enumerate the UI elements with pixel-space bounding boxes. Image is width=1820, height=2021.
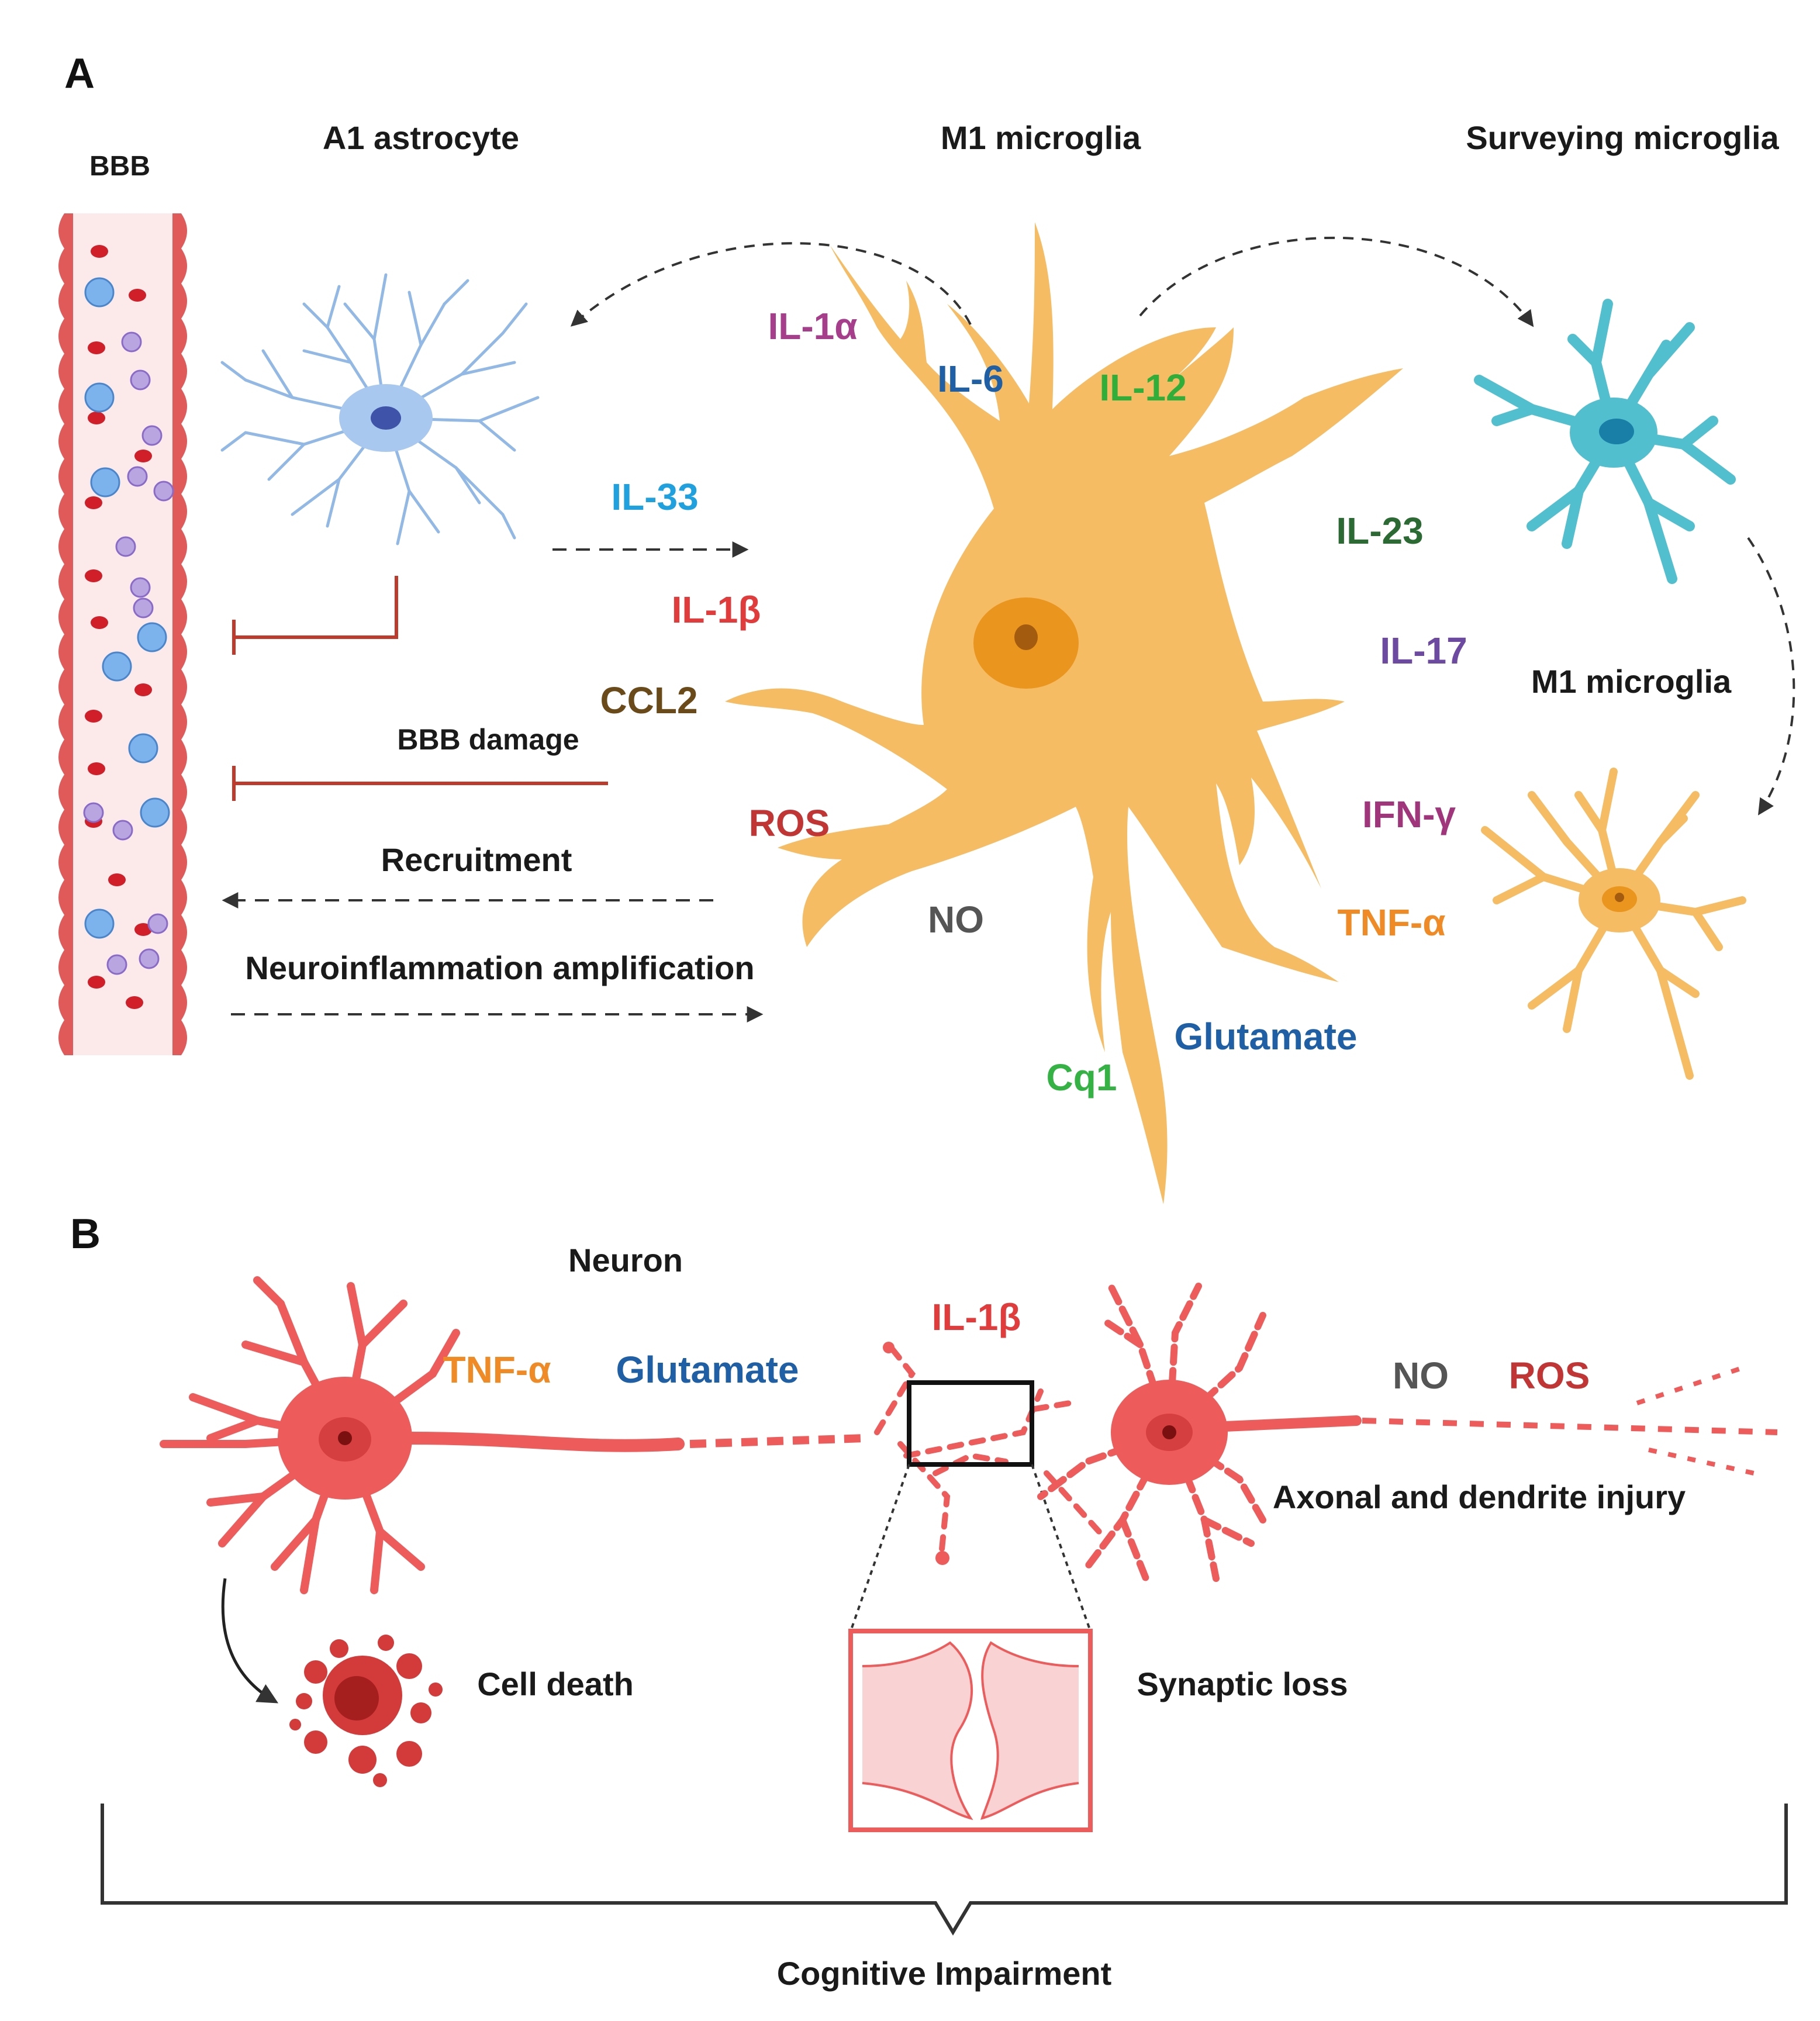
il-17-label: IL-17 bbox=[1380, 630, 1467, 672]
bbb-label: BBB bbox=[89, 151, 150, 182]
cq1-label: Cq1 bbox=[1047, 1056, 1117, 1098]
synaptic-loss-label: Synaptic loss bbox=[1137, 1666, 1348, 1702]
cell-death-label: Cell death bbox=[477, 1666, 634, 1702]
neuron-label: Neuron bbox=[568, 1242, 683, 1279]
cognitive-impairment-label: Cognitive Impairment bbox=[777, 1955, 1112, 1992]
m1-microglia-right-label: M1 microglia bbox=[1531, 663, 1732, 700]
neuron-glutamate-label: Glutamate bbox=[616, 1349, 799, 1391]
cell-death-arrow bbox=[221, 1578, 279, 1704]
neuron-no-label: NO bbox=[1393, 1355, 1449, 1397]
il-23-label: IL-23 bbox=[1336, 510, 1423, 552]
neuron-tnf-a-label: TNF-α bbox=[443, 1349, 551, 1391]
astrocyte-label: A1 astrocyte bbox=[323, 119, 519, 156]
il-6-label: IL-6 bbox=[937, 358, 1004, 400]
neuroinflammation-amplification-label: Neuroinflammation amplification bbox=[245, 949, 754, 986]
a1-astrocyte-cell bbox=[220, 273, 540, 545]
ros-label: ROS bbox=[749, 802, 830, 844]
il-33-label: IL-33 bbox=[611, 476, 698, 518]
neuron-il-1b-label: IL-1β bbox=[932, 1296, 1021, 1338]
m1-microglia-center-cell bbox=[725, 222, 1403, 1204]
panel-a-label: A bbox=[64, 50, 95, 97]
glutamate-label: Glutamate bbox=[1175, 1015, 1358, 1058]
surveying-microglia-cell bbox=[1474, 299, 1736, 584]
il-1b-label: IL-1β bbox=[672, 589, 761, 631]
il-12-label: IL-12 bbox=[1099, 367, 1186, 409]
neuron-ros-label: ROS bbox=[1509, 1355, 1590, 1397]
tnf-a-label: TNF-α bbox=[1337, 901, 1445, 944]
m1-microglia-right-cell bbox=[1481, 768, 1746, 1080]
ifn-g-label: IFN-γ bbox=[1362, 793, 1456, 835]
astrocyte-inhibition-line bbox=[234, 576, 398, 639]
arrow-to-surveying-microglia bbox=[1139, 236, 1534, 327]
synapse-zoom-box bbox=[907, 1380, 1034, 1467]
bbb-damage-label: BBB damage bbox=[397, 723, 579, 756]
synaptic-loss-illustration bbox=[848, 1629, 1093, 1832]
neuron-right-cell bbox=[1037, 1283, 1778, 1582]
inhibition-markers bbox=[232, 576, 608, 801]
il-1a-label: IL-1α bbox=[768, 305, 857, 347]
m1-microglia-center-label: M1 microglia bbox=[941, 119, 1141, 156]
axonal-dendrite-injury-label: Axonal and dendrite injury bbox=[1273, 1478, 1686, 1515]
recruitment-label: Recruitment bbox=[381, 841, 572, 878]
synapse-bulb-top bbox=[883, 1342, 895, 1353]
panel-b-label: B bbox=[70, 1211, 101, 1257]
no-label: NO bbox=[928, 899, 984, 941]
ccl2-label: CCL2 bbox=[600, 679, 697, 721]
arrow-to-astrocyte bbox=[570, 242, 972, 327]
dead-cell-icon bbox=[289, 1635, 443, 1787]
surveying-microglia-label: Surveying microglia bbox=[1466, 119, 1779, 156]
arrows-panel-a bbox=[222, 236, 1795, 1022]
synapse-bulb bbox=[935, 1551, 949, 1565]
arrow-to-m1-microglia-right bbox=[1747, 537, 1795, 816]
neuron-left-cell bbox=[160, 1276, 866, 1594]
blood-brain-barrier-vessel bbox=[58, 213, 187, 1055]
bracket bbox=[101, 1804, 1788, 1936]
